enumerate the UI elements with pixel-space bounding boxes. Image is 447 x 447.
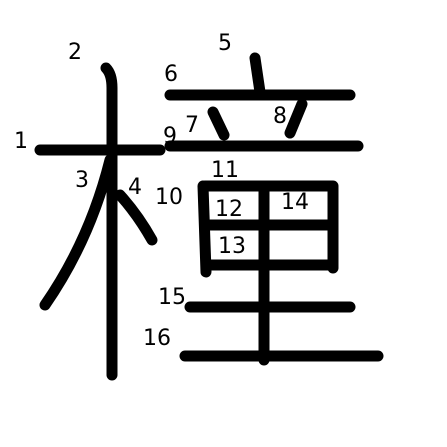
stroke-number-12: 12 — [215, 197, 243, 222]
stroke-number-10: 10 — [155, 185, 183, 210]
stroke-number-6: 6 — [164, 62, 178, 87]
stroke-number-13: 13 — [218, 234, 246, 259]
stroke-4 — [114, 189, 158, 246]
stroke-11 — [199, 180, 339, 274]
stroke-number-8: 8 — [273, 104, 287, 129]
stroke-number-1: 1 — [14, 129, 28, 154]
stroke-number-2: 2 — [68, 40, 82, 65]
stroke-10 — [197, 180, 212, 278]
stroke-number-4: 4 — [128, 175, 142, 200]
stroke-3 — [39, 154, 116, 311]
stroke-5 — [249, 52, 266, 98]
stroke-number-16: 16 — [143, 326, 171, 351]
stroke-number-14: 14 — [281, 190, 309, 215]
stroke-number-11: 11 — [211, 158, 239, 183]
stroke-number-7: 7 — [185, 113, 199, 138]
stroke-8 — [284, 98, 308, 139]
stroke-number-5: 5 — [218, 31, 232, 56]
stroke-number-15: 15 — [158, 285, 186, 310]
stroke-2 — [100, 62, 118, 381]
stroke-number-9: 9 — [163, 124, 177, 149]
stroke-number-3: 3 — [75, 168, 89, 193]
stroke-7 — [207, 106, 230, 141]
